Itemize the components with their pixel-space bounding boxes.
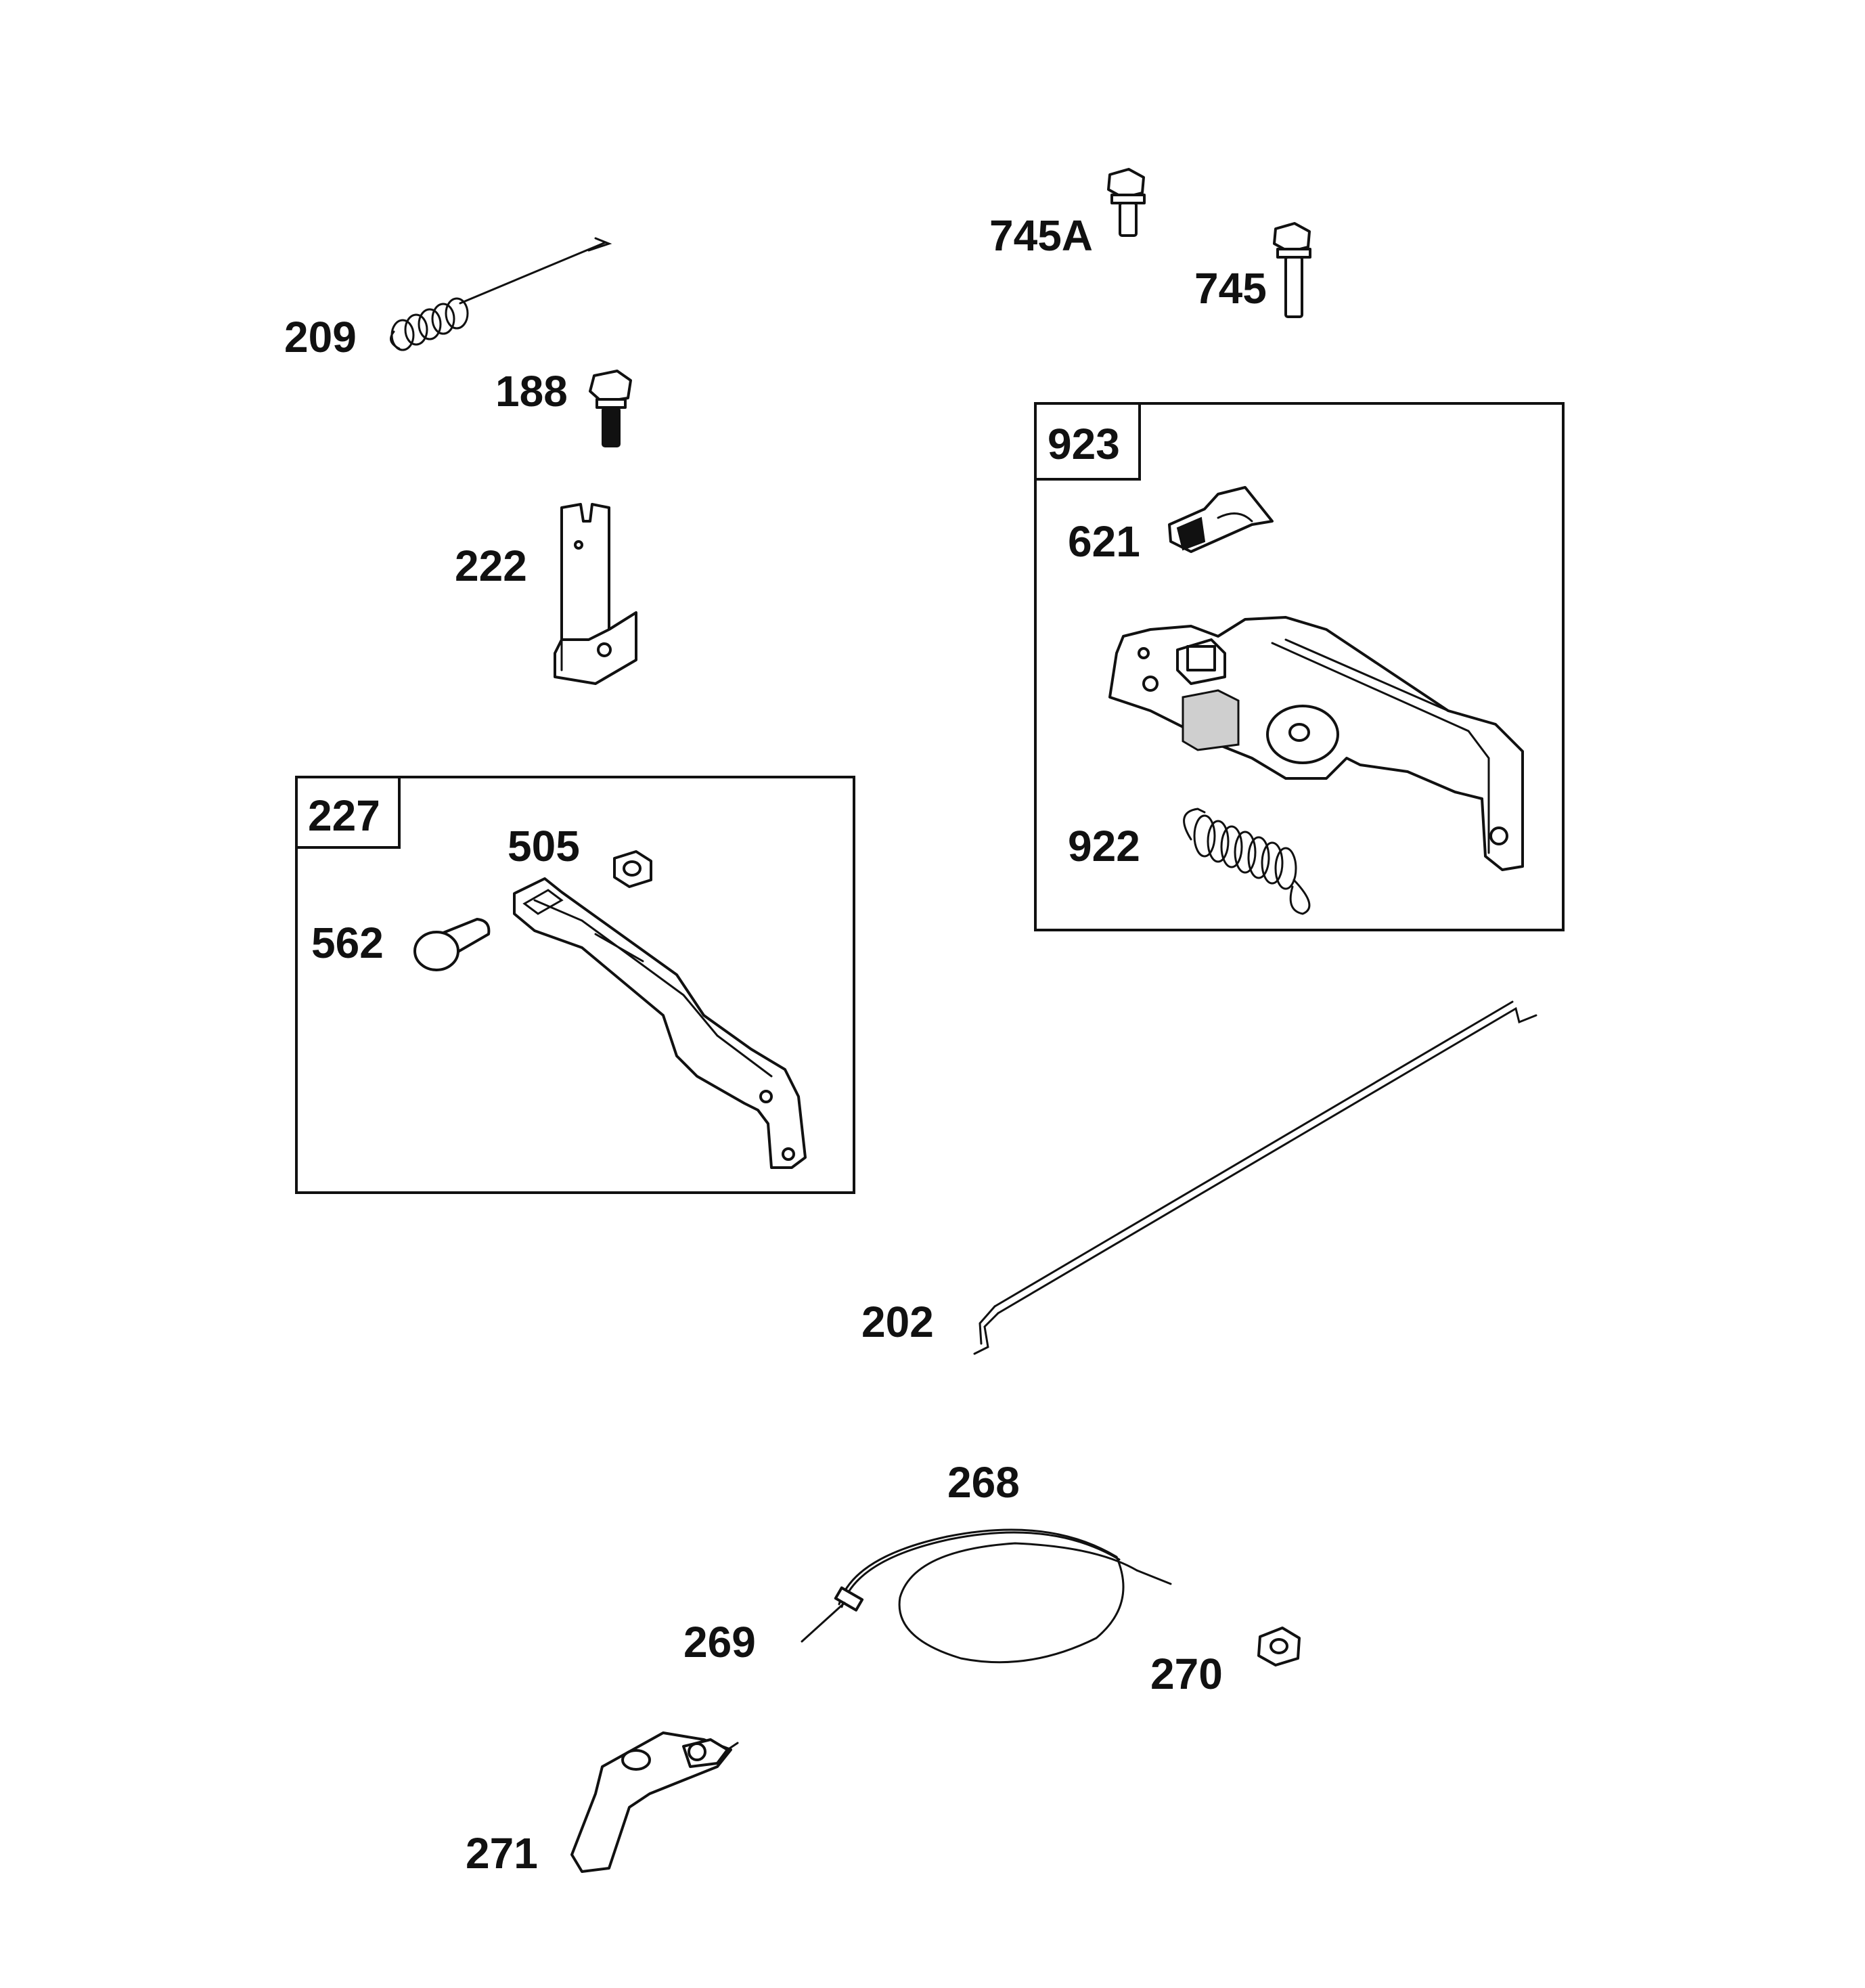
part-745-bolt[interactable] (1273, 222, 1311, 318)
callout-268: 268 (947, 1458, 1020, 1507)
part-270-nut[interactable] (1257, 1627, 1301, 1666)
part-202-rod[interactable] (973, 1000, 1537, 1355)
callout-562: 562 (311, 919, 384, 967)
callout-222: 222 (455, 542, 527, 590)
callout-188: 188 (495, 367, 568, 416)
callout-621: 621 (1068, 517, 1140, 566)
part-209-spring[interactable] (390, 237, 612, 351)
callout-270: 270 (1150, 1650, 1223, 1698)
part-621-clip[interactable] (1168, 486, 1274, 553)
callout-923: 923 (1048, 420, 1120, 468)
callout-271: 271 (466, 1829, 538, 1878)
part-562-pin[interactable] (413, 918, 491, 971)
callout-745: 745 (1194, 264, 1267, 313)
callout-202: 202 (861, 1298, 934, 1346)
callout-269: 269 (683, 1618, 756, 1666)
part-188-bolt[interactable] (589, 370, 632, 447)
callout-745a: 745A (989, 211, 1093, 260)
part-222-bracket[interactable] (554, 503, 637, 685)
part-268-cable[interactable] (801, 1528, 1172, 1664)
part-227-lever[interactable] (513, 877, 807, 1169)
callout-922: 922 (1068, 822, 1140, 870)
part-745a-bolt[interactable] (1107, 168, 1146, 237)
callout-209: 209 (284, 313, 357, 361)
callout-505: 505 (508, 822, 580, 870)
assembly-923-frame (1034, 402, 1565, 931)
part-922-spring[interactable] (1183, 808, 1311, 915)
part-505-nut[interactable] (613, 850, 652, 888)
assembly-227-frame (295, 776, 855, 1194)
part-271-clamp[interactable] (570, 1731, 739, 1873)
callout-227: 227 (308, 791, 380, 840)
part-923-control-plate[interactable] (1108, 616, 1524, 871)
